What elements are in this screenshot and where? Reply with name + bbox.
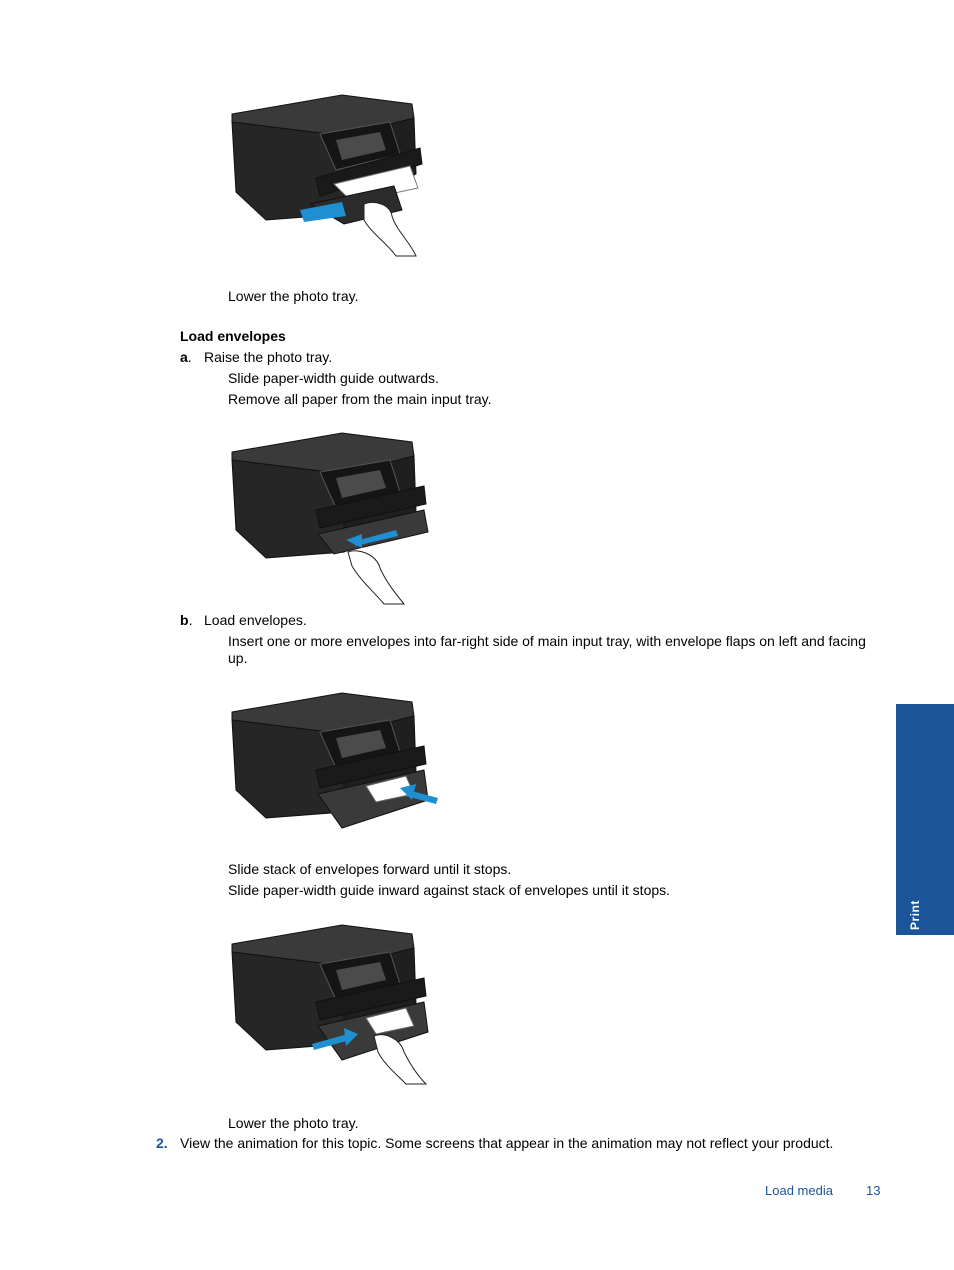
step-a-text: Raise the photo tray. (204, 349, 333, 365)
step-a-substep-1: Slide paper-width guide outwards. (228, 370, 439, 386)
step-b-substep-1: Insert one or more envelopes into far-ri… (228, 633, 866, 666)
step-b-marker-suffix: . (188, 612, 193, 628)
step-a-substep-2: Remove all paper from the main input tra… (228, 391, 492, 407)
section-heading-load-envelopes: Load envelopes (180, 328, 286, 344)
footer-section-link[interactable]: Load media (765, 1183, 833, 1198)
side-tab (896, 704, 954, 935)
side-tab-label: Print (908, 900, 922, 930)
step-b-substep-2: Slide stack of envelopes forward until i… (228, 861, 512, 877)
footer-page-number: 13 (866, 1183, 881, 1198)
printer-illustration-slide-guide-in (231, 924, 429, 1085)
instruction-lower-photo-tray-2: Lower the photo tray. (228, 1115, 359, 1131)
step-a: a. (180, 349, 192, 366)
printer-illustration-lower-photo-tray (231, 94, 423, 257)
step-a-marker: a (180, 349, 188, 365)
step-b-marker: b (180, 612, 189, 628)
step-2-text: View the animation for this topic. Some … (180, 1135, 834, 1151)
step-b-substep-3: Slide paper-width guide inward against s… (228, 882, 671, 898)
instruction-lower-photo-tray: Lower the photo tray. (228, 288, 359, 304)
step-b-text: Load envelopes. (204, 612, 307, 628)
step-b: b. (180, 612, 192, 629)
step-a-marker-suffix: . (187, 349, 192, 365)
printer-illustration-insert-envelopes (231, 692, 438, 829)
printer-illustration-slide-guide-out (231, 432, 429, 605)
step-2-number: 2. (156, 1135, 168, 1151)
